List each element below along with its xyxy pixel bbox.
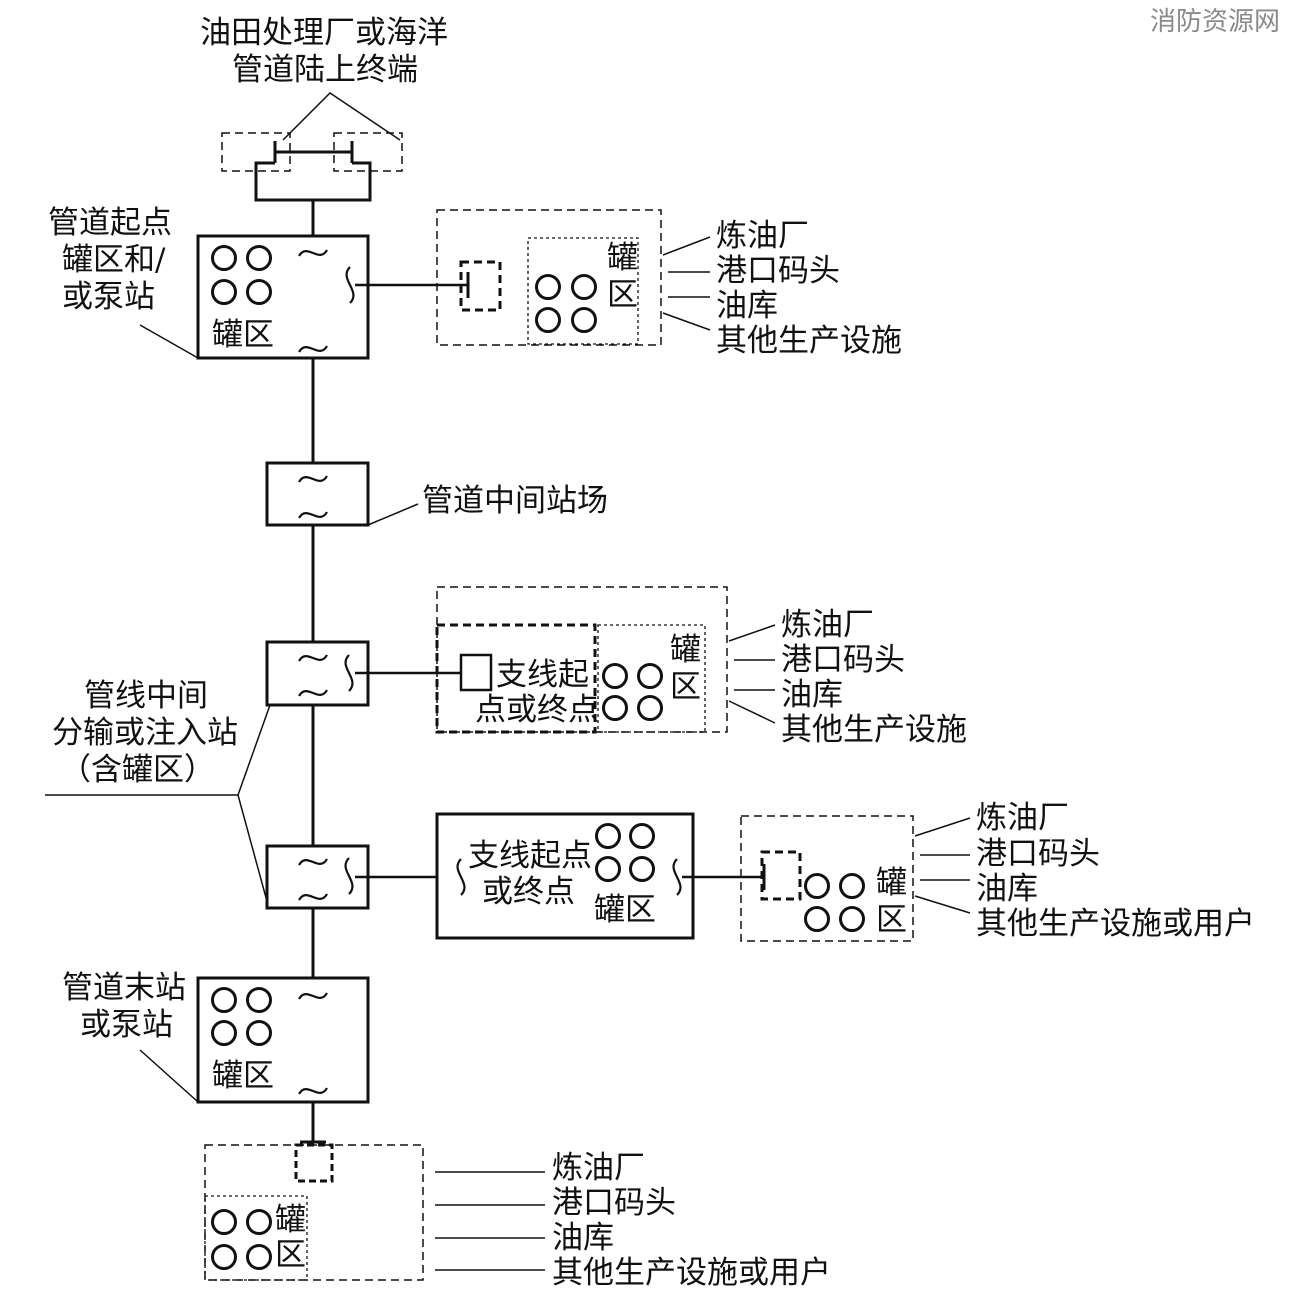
tank-icon [246,245,272,271]
origin-dest-port: 港口码头 [716,253,840,289]
end-label-line2: 或泵站 [80,1007,173,1043]
branch-1: 支线起 点或终点 罐 区 炼油厂 港口码头 油库 其他生产设施 [435,586,967,748]
origin-side-facility-box [436,209,662,346]
branch-1-terminal [459,653,493,692]
branch-2-facility-box [740,815,914,942]
tank-icon [571,274,597,300]
branch-2-tank-label: 罐区 [594,892,656,928]
intermediate-station-label: 管道中间站场 [422,483,608,519]
end-dest-other: 其他生产设施或用户 [552,1255,831,1291]
end-label-line1: 管道末站 [62,970,186,1006]
top-terminal-label-line1: 油田处理厂或海洋 [200,15,448,51]
end-facility-box [204,1144,424,1281]
distribution-station-1 [265,640,467,707]
branch-1-tank-label-1: 罐 [670,632,701,668]
tank-icon [839,906,865,932]
intermediate-station-box [265,461,370,527]
tank-icon [211,279,237,305]
branch-1-dest-depot: 油库 [781,677,843,713]
branch-1-label-line2: 点或终点 [475,692,599,728]
branch-1-station-box [435,623,597,734]
end-dest-port: 港口码头 [552,1185,676,1221]
origin-tank-label: 罐区 [212,317,274,353]
end-tank-label: 罐区 [212,1058,274,1094]
branch-2-side-terminal [760,850,802,901]
branch-1-label-line1: 支线起 [496,657,589,693]
distribution-label-line2: 分输或注入站 [52,715,238,751]
tank-icon [246,1244,272,1270]
end-side-terminal [294,1143,334,1183]
end-side-tank-label-1: 罐 [275,1202,306,1238]
branch-2-side-tank-label-2: 区 [876,902,907,938]
branch-2-dest-depot: 油库 [976,871,1038,907]
tank-icon [571,307,597,333]
branch-2-side-tank-label-1: 罐 [876,865,907,901]
tank-icon [602,663,628,689]
valve-icon [345,265,355,305]
branch-2: 支线起点 或终点 罐区 罐 区 炼油厂 港口码头 油库 其他生产设施或用户 [435,800,1255,942]
origin-side-tank-label-1: 罐 [607,240,638,276]
branch-1-dest-port: 港口码头 [781,642,905,678]
tank-icon [602,695,628,721]
valve-icon [297,344,329,354]
end-dest-depot: 油库 [552,1220,614,1256]
terminal-box-right [333,132,403,172]
origin-dest-refinery: 炼油厂 [716,218,809,254]
origin-side-tank-label-2: 区 [607,277,638,313]
branch-2-dest-other: 其他生产设施或用户 [976,906,1255,942]
origin-station-box [196,234,370,360]
origin-station: 管道起点 罐区和/ 或泵站 罐区 罐 区 炼油厂 港口码头 油库 其他生产设施 [48,205,902,360]
tank-icon [246,279,272,305]
tank-icon [804,873,830,899]
origin-dest-depot: 油库 [716,288,778,324]
tank-icon [637,695,663,721]
branch-2-label-line2: 或终点 [482,874,575,910]
branch-2-dest-port: 港口码头 [976,836,1100,872]
branch-1-tank-label-2: 区 [670,669,701,705]
intermediate-station: 管道中间站场 [265,461,608,527]
distribution-label-line3: （含罐区） [60,752,215,788]
tank-icon [535,307,561,333]
watermark-text: 消防资源网 [1150,7,1280,37]
distribution-label-line1: 管线中间 [84,678,208,714]
origin-label-line3: 或泵站 [62,279,155,315]
origin-label-line2: 罐区和/ [62,242,166,278]
end-station: 管道末站 或泵站 罐区 罐 区 炼油厂 港口码头 油库 其他生产设施或用户 [62,970,831,1291]
tank-icon [637,663,663,689]
distribution-station-label: 管线中间 分输或注入站 （含罐区） [45,678,271,906]
origin-side-tank-area [527,237,639,345]
terminal-box-left [221,132,291,172]
branch-1-dest-other: 其他生产设施 [781,712,967,748]
top-terminal-leader [282,92,401,141]
tank-icon [211,245,237,271]
tank-icon [246,1209,272,1235]
tank-icon [804,906,830,932]
tank-icon [211,1244,237,1270]
branch-2-dest-refinery: 炼油厂 [976,800,1069,836]
branch-2-label-line1: 支线起点 [468,838,592,874]
end-side-tank-label-2: 区 [275,1237,306,1273]
top-terminal-label-line2: 管道陆上终端 [232,52,418,88]
origin-label-line1: 管道起点 [48,205,172,241]
top-terminal: 油田处理厂或海洋 管道陆上终端 [200,15,448,236]
tank-icon [211,1209,237,1235]
tank-icon [839,873,865,899]
branch-1-dest-refinery: 炼油厂 [781,607,874,643]
branch-1-tank-area [597,624,706,733]
distribution-station-2 [265,844,437,910]
origin-dest-other: 其他生产设施 [716,323,902,359]
end-side-tank-area [204,1195,308,1281]
valve-icon [297,248,329,258]
origin-side-terminal [459,260,502,312]
tank-icon [535,274,561,300]
end-station-box [196,976,370,1104]
end-dest-refinery: 炼油厂 [552,1150,645,1186]
